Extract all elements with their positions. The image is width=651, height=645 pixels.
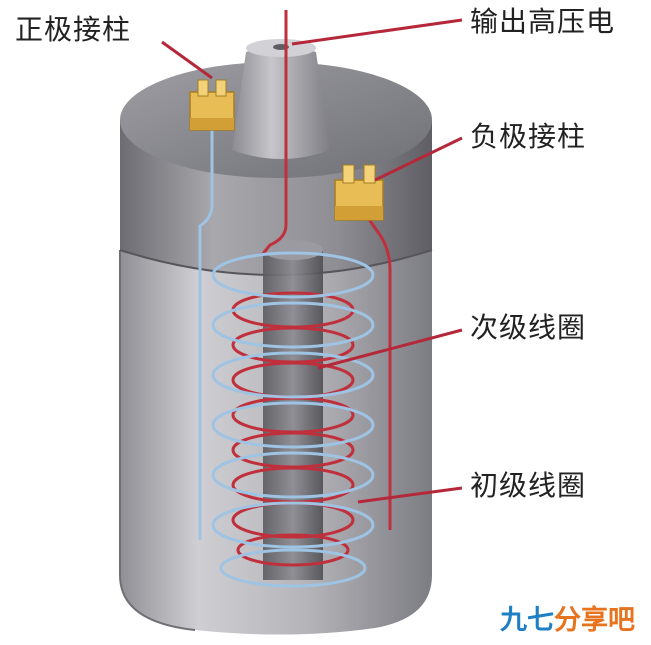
label-primary-coil: 初级线圈 bbox=[470, 469, 587, 502]
positive-terminal-post bbox=[189, 79, 235, 131]
iron-core bbox=[263, 240, 323, 580]
hv-tower bbox=[232, 39, 330, 159]
watermark-part2: 分享吧 bbox=[554, 605, 635, 636]
label-hv-output: 输出高压电 bbox=[470, 5, 616, 38]
leader-line-primary bbox=[357, 486, 463, 504]
leader-line-positive bbox=[161, 40, 213, 80]
negative-terminal-post bbox=[334, 164, 384, 221]
leader-lines bbox=[161, 18, 463, 504]
watermark: 九七分享吧 bbox=[500, 607, 635, 634]
leader-line-hv bbox=[291, 18, 463, 46]
leader-line-negative bbox=[374, 136, 463, 182]
leader-line-secondary bbox=[317, 328, 463, 370]
label-secondary-coil: 次级线圈 bbox=[470, 311, 587, 344]
primary-winding bbox=[211, 251, 375, 588]
label-negative-terminal: 负极接柱 bbox=[470, 120, 587, 153]
watermark-part1: 九七 bbox=[500, 605, 554, 636]
primary-lead-wire bbox=[198, 125, 214, 540]
label-positive-terminal: 正极接柱 bbox=[15, 13, 132, 46]
secondary-lead-wires bbox=[260, 10, 392, 530]
